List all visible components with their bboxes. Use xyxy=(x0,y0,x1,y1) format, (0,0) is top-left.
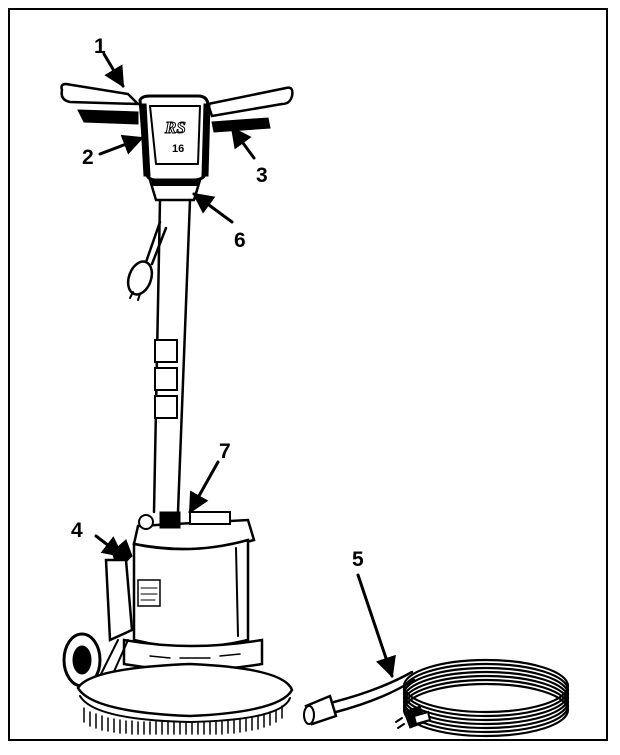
callout-4: 4 xyxy=(71,519,83,542)
callout-5: 5 xyxy=(352,548,364,571)
power-cord xyxy=(303,658,570,738)
size-badge: 16 xyxy=(172,143,184,155)
right-throttle-lever xyxy=(211,117,271,133)
handle-assembly: RS 16 xyxy=(60,82,294,202)
callout-labels: 1 2 3 4 5 6 7 xyxy=(71,35,364,571)
callout-3: 3 xyxy=(256,164,268,187)
motor-base xyxy=(62,511,294,735)
callout-arrows xyxy=(94,52,396,678)
callout-arrow-6 xyxy=(192,192,234,224)
callout-arrow-1 xyxy=(102,52,125,88)
left-throttle-lever xyxy=(77,109,139,125)
handle-shaft xyxy=(126,198,192,514)
callout-arrow-5 xyxy=(356,573,396,678)
right-handle-grip xyxy=(206,86,294,118)
figure-frame xyxy=(8,8,608,741)
callout-2: 2 xyxy=(82,146,94,169)
callout-6: 6 xyxy=(234,229,246,252)
left-handle-grip xyxy=(60,82,142,106)
callout-arrow-3 xyxy=(230,126,256,160)
callout-1: 1 xyxy=(94,35,106,58)
model-badge: RS xyxy=(164,118,186,137)
callout-arrow-4 xyxy=(94,534,124,558)
callout-arrow-2 xyxy=(98,134,144,156)
callout-arrow-7 xyxy=(188,460,220,514)
callout-7: 7 xyxy=(219,440,231,463)
